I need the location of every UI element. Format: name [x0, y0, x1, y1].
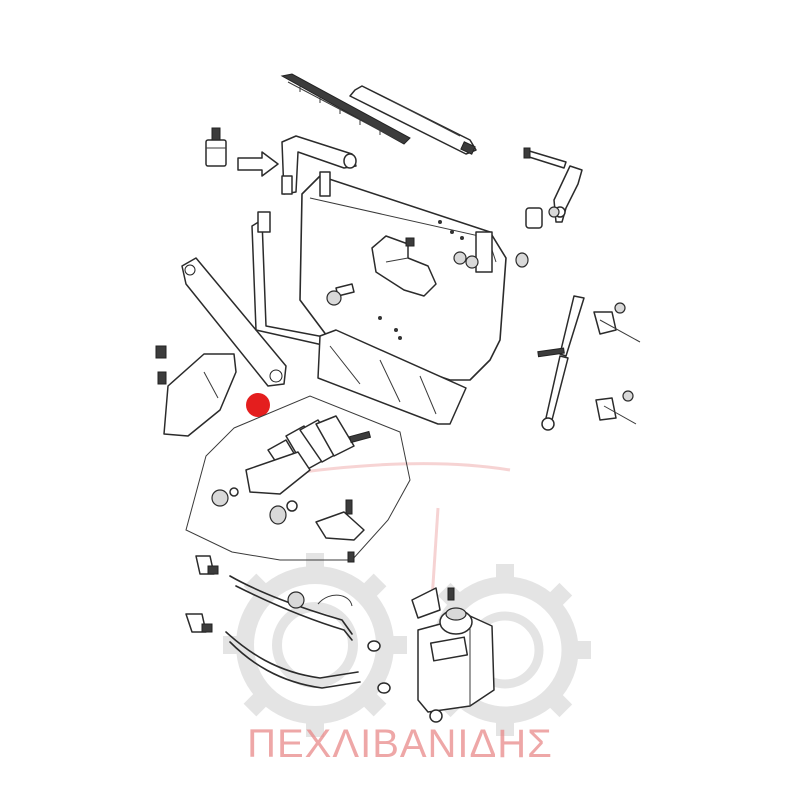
washer-fluid-bottle [205, 127, 227, 167]
highlight-marker-icon [246, 393, 270, 417]
wiper-blade [280, 73, 411, 145]
washer-hoses [185, 555, 391, 694]
washer-tank [411, 587, 495, 723]
hinge-arm [181, 257, 287, 387]
bolt-set-left [155, 345, 237, 437]
gas-strut [537, 295, 641, 431]
gear-watermark-icon [223, 462, 591, 737]
door-glass-panel [299, 171, 507, 381]
lower-glass [317, 329, 467, 425]
panel-bolts [326, 251, 529, 306]
wiper-arm [349, 85, 477, 155]
striker-plate [315, 499, 365, 563]
latch-bracket [523, 147, 583, 229]
grab-handle [281, 135, 357, 195]
watermark-label: ΠΕΧΛΙΒΑΝΙΔΗΣ [247, 722, 553, 766]
arrow-icon [237, 151, 279, 177]
lock-cover [371, 235, 437, 297]
latch-mechanism [211, 415, 372, 525]
door-handle-rail [251, 211, 341, 349]
